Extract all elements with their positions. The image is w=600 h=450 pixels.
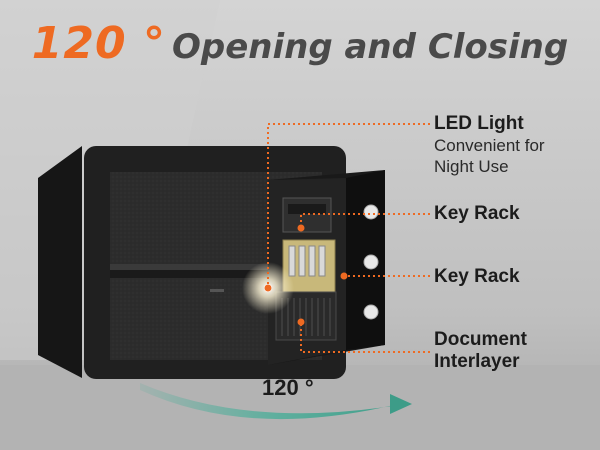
headline: 120 °Opening and Closing <box>0 18 600 69</box>
callout-title: Key Rack <box>434 266 520 287</box>
headline-angle: 120 ° <box>31 18 166 69</box>
rotation-arc-arrow <box>390 394 412 414</box>
callout-dots <box>264 224 348 326</box>
callout-title: Key Rack <box>434 203 520 224</box>
safe-door <box>268 170 385 365</box>
floor <box>0 365 600 450</box>
bolt-top <box>363 204 379 220</box>
headline-text: Opening and Closing <box>171 27 569 67</box>
callout-key-rack-upper: Key Rack <box>434 203 520 225</box>
rotation-arc <box>140 383 410 420</box>
rotation-angle-label: 120 ° <box>262 375 314 400</box>
leader-led-light <box>267 123 430 284</box>
callout-title: LED Light <box>434 113 524 134</box>
callout-leaders <box>267 123 430 353</box>
callout-document-interlayer: Document Interlayer <box>434 329 527 373</box>
callout-title-line: Document <box>434 329 527 350</box>
callout-title-line: Interlayer <box>434 351 520 372</box>
bolt-middle <box>363 254 379 270</box>
callout-led-light: LED Light Convenient for Night Use <box>434 113 545 177</box>
callout-subtitle-line: Night Use <box>434 157 509 176</box>
callout-subtitle-line: Convenient for <box>434 136 545 155</box>
callout-key-rack-lower: Key Rack <box>434 266 520 288</box>
bolt-bottom <box>363 304 379 320</box>
